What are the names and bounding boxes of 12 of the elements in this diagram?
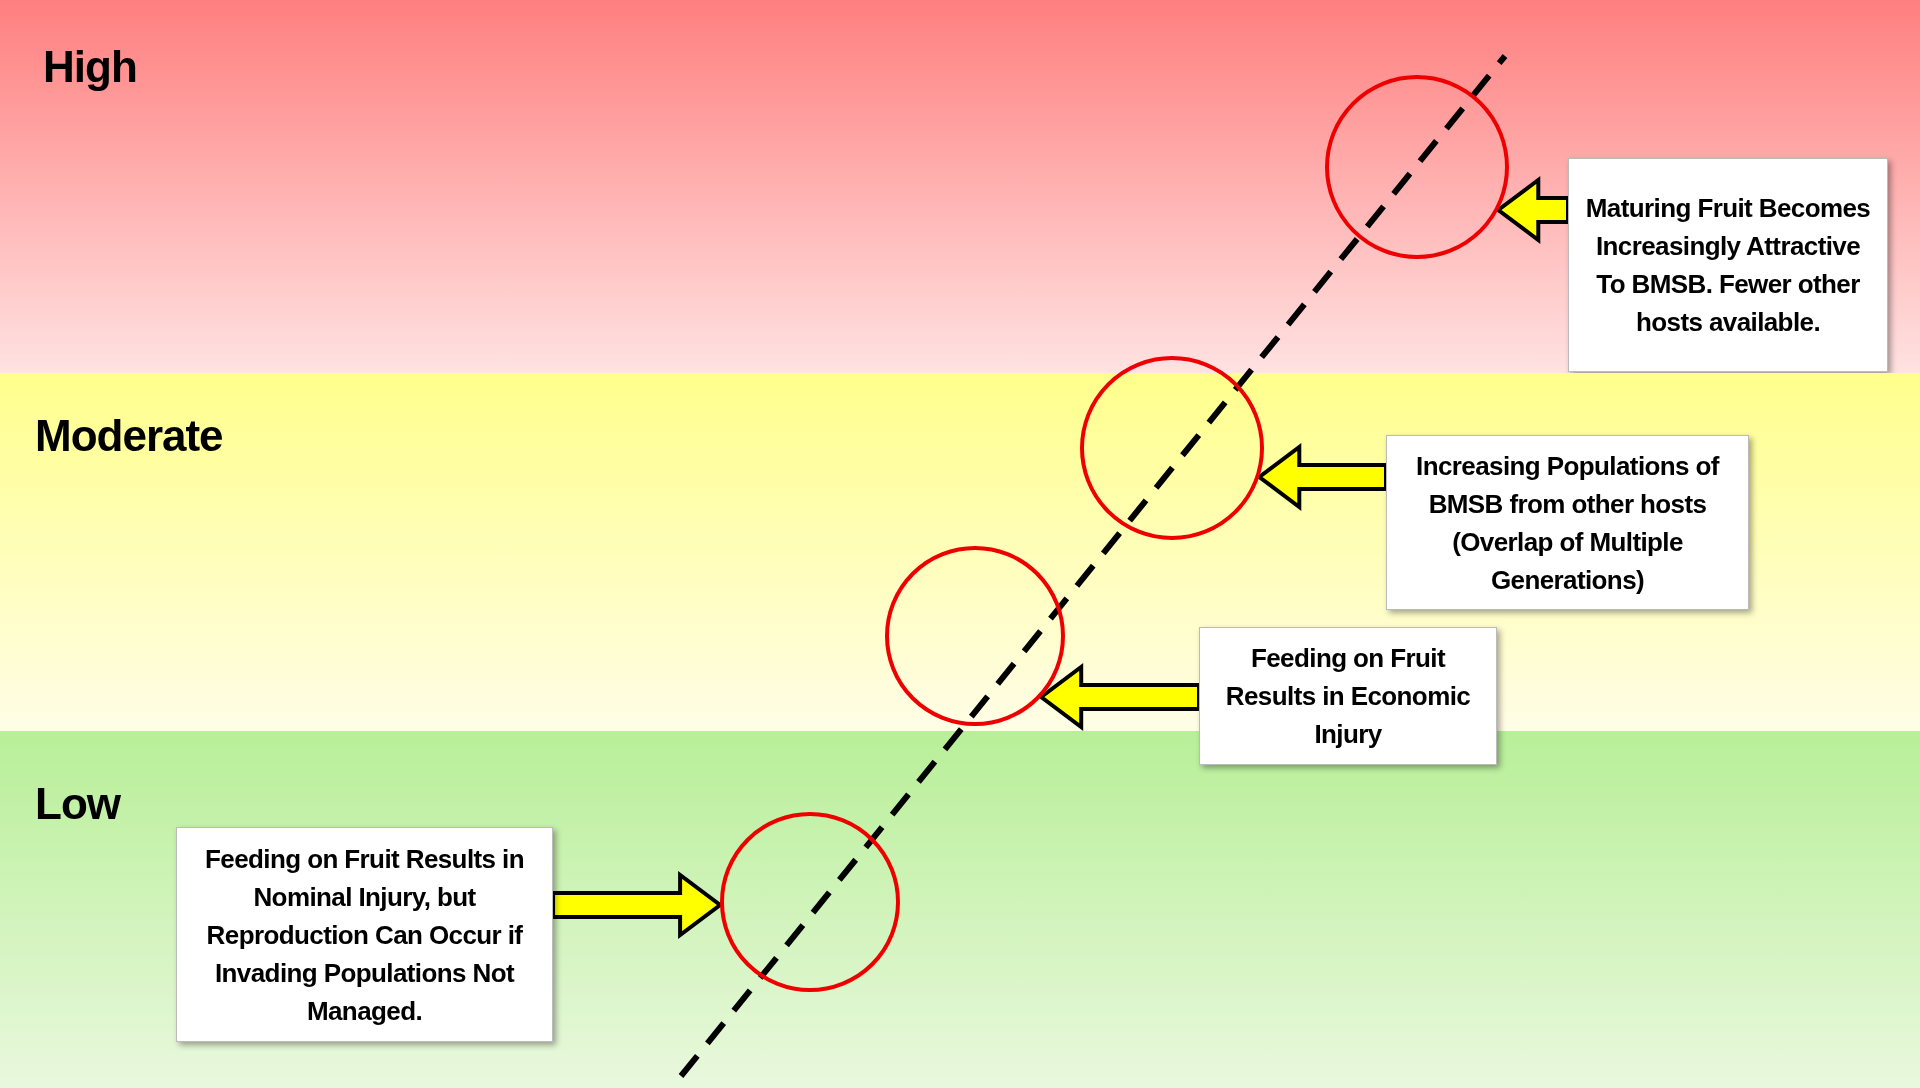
level-title: Low [35,779,120,829]
highlight-circle [720,812,900,992]
note-box: Increasing Populations of BMSB from other hosts (Overlap of Multiple Generations) [1386,435,1749,610]
note-box: Feeding on Fruit Results in Nominal Injury, but Reproduction Can Occur if Invading Populations Not Managed. [176,827,553,1042]
highlight-circle [1325,75,1509,259]
note-box: Maturing Fruit Becomes Increasingly Attractive To BMSB. Fewer other hosts available. [1568,158,1888,372]
highlight-circle [885,546,1065,726]
level-title: High [43,42,137,92]
highlight-circle [1080,356,1264,540]
note-box: Feeding on Fruit Results in Economic Injury [1199,627,1497,765]
level-title: Moderate [35,411,223,461]
level-band [0,0,1920,373]
